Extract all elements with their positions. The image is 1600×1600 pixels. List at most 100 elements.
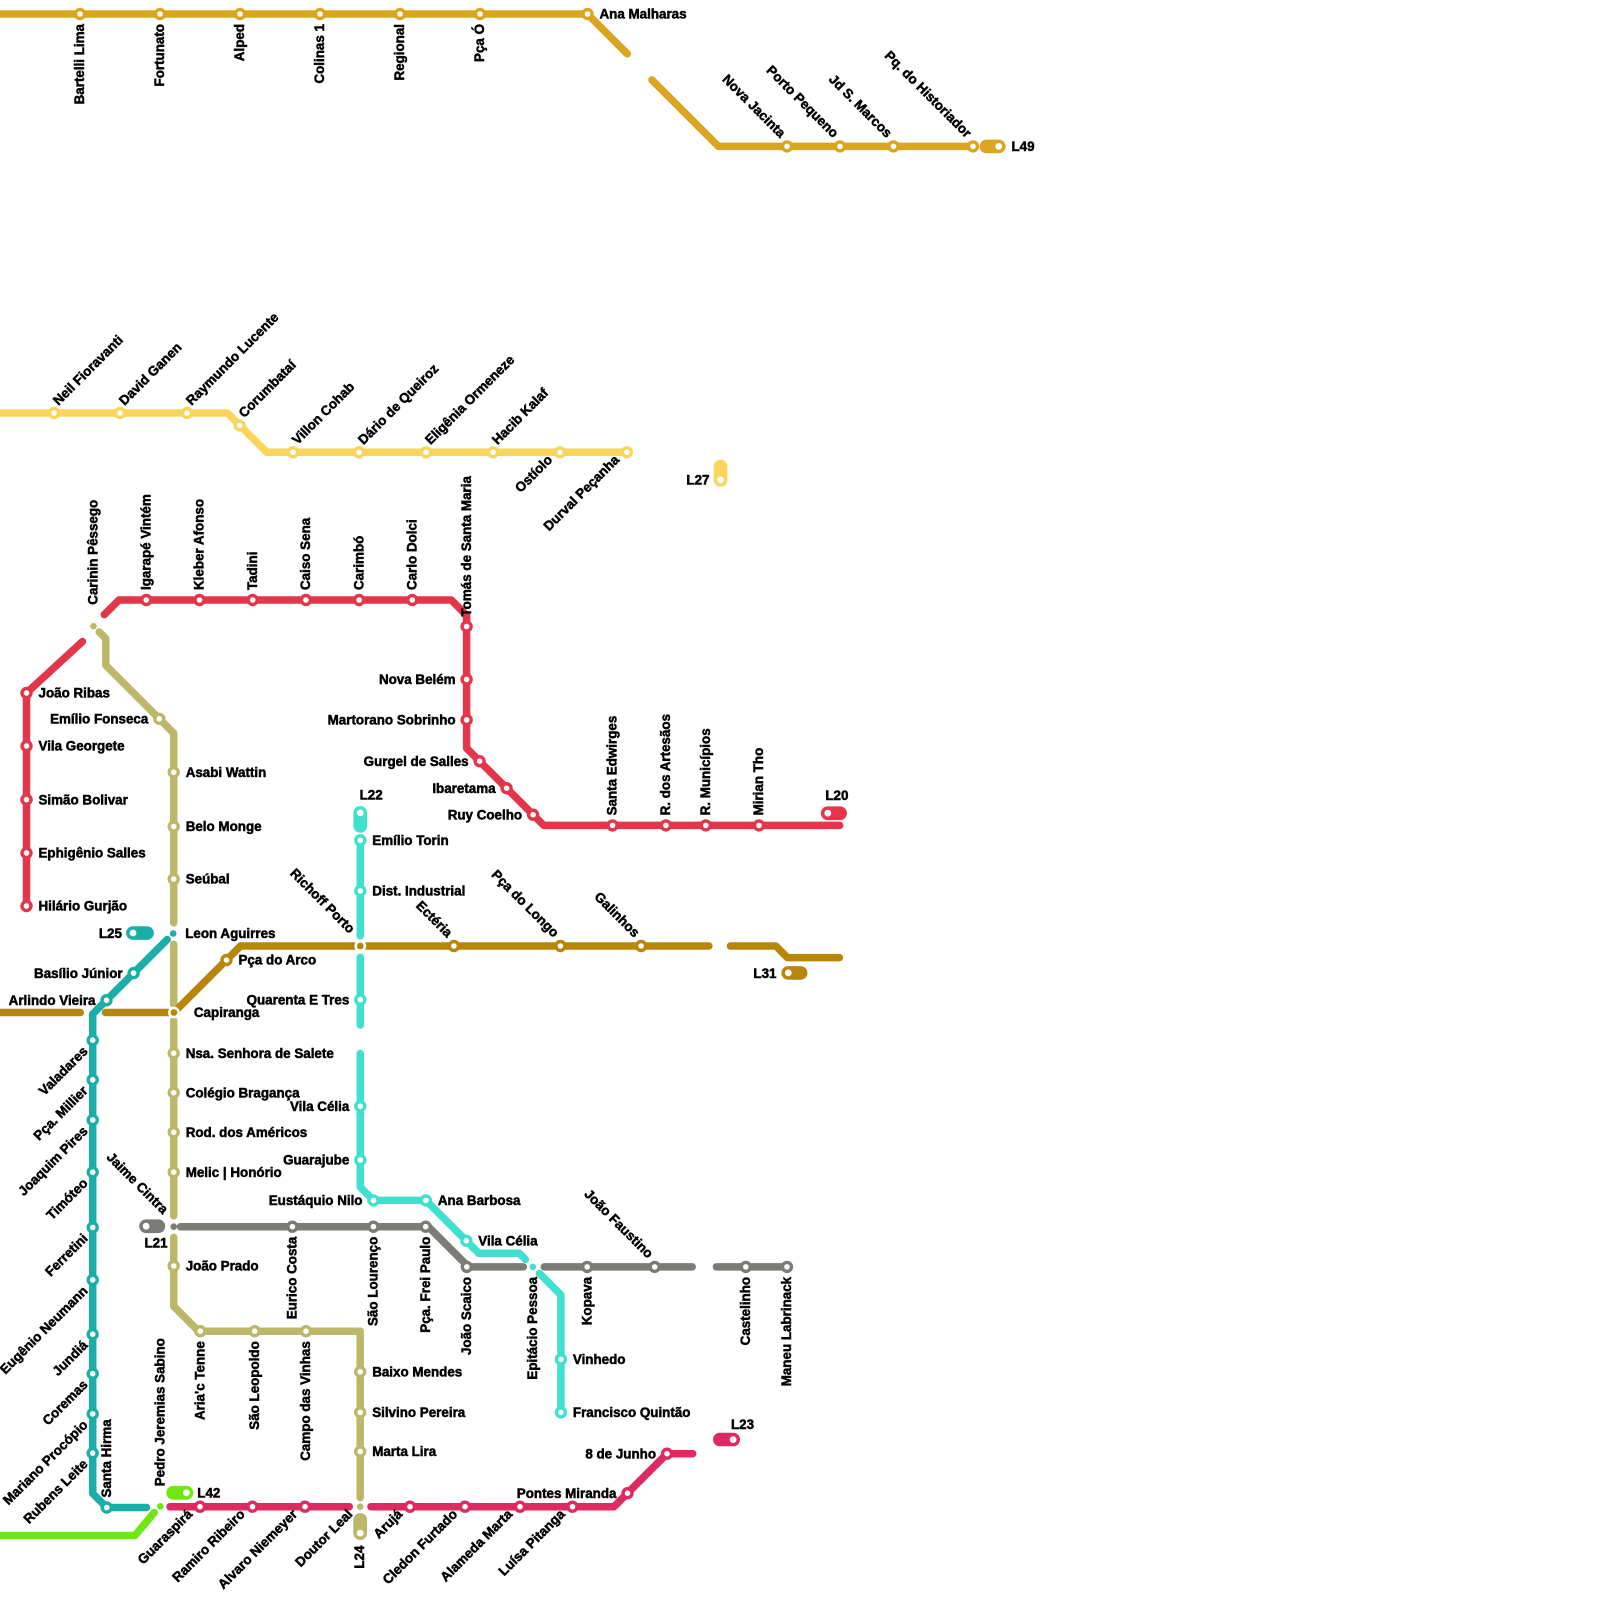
svg-text:Ruy Coelho: Ruy Coelho [448,807,522,822]
svg-text:L23: L23 [731,1417,754,1432]
svg-text:Baixo Mendes: Baixo Mendes [372,1365,462,1380]
svg-text:L22: L22 [360,788,383,803]
svg-text:Arlindo Vieira: Arlindo Vieira [9,993,96,1008]
svg-text:Pça Ó: Pça Ó [472,24,487,62]
svg-text:Kleber Afonso: Kleber Afonso [192,499,207,590]
svg-text:Ibaretama: Ibaretama [432,781,496,796]
svg-text:Aria'c Tenne: Aria'c Tenne [193,1341,208,1420]
svg-text:Galinhos: Galinhos [591,889,642,940]
svg-text:Corumbataí: Corumbataí [236,356,300,420]
svg-text:Seúbal: Seúbal [186,872,230,887]
svg-text:Epitácio Pessoa: Epitácio Pessoa [525,1276,540,1379]
svg-text:João Faustino: João Faustino [581,1186,656,1261]
svg-text:Pq. do Historiador: Pq. do Historiador [882,48,975,141]
svg-text:R. dos Artesãos: R. dos Artesãos [658,714,673,815]
svg-text:Marta Lira: Marta Lira [372,1444,437,1459]
svg-text:Nsa. Senhora de Salete: Nsa. Senhora de Salete [186,1046,334,1061]
svg-text:Tomás de Santa Maria: Tomás de Santa Maria [459,476,474,617]
svg-text:João Ribas: João Ribas [39,686,110,701]
svg-text:Vinhedo: Vinhedo [573,1352,626,1367]
svg-text:Santa Hirma: Santa Hirma [99,1419,114,1498]
svg-text:Rod. dos Américos: Rod. dos Américos [186,1125,308,1140]
svg-text:João Prado: João Prado [186,1259,259,1274]
svg-text:Richoff Porto: Richoff Porto [287,866,358,937]
svg-text:Emílio Fonseca: Emílio Fonseca [50,712,149,727]
svg-text:Quarenta E Tres: Quarenta E Tres [247,992,350,1007]
svg-text:Gurgel de Salles: Gurgel de Salles [364,754,469,769]
svg-text:Jaime Cintra: Jaime Cintra [104,1149,172,1217]
svg-text:Maneu Labrinack: Maneu Labrinack [779,1276,794,1386]
svg-text:Eugênio Neumann: Eugênio Neumann [0,1283,91,1377]
svg-text:Kopava: Kopava [579,1276,594,1325]
svg-text:L21: L21 [144,1236,168,1251]
svg-text:Caiso Sena: Caiso Sena [298,517,313,590]
svg-text:Alped: Alped [232,24,247,61]
svg-text:Regional: Regional [392,24,407,81]
svg-text:Leon Aguirres: Leon Aguirres [185,926,275,941]
svg-text:Ostíolo: Ostíolo [512,452,555,495]
svg-text:Timóteo: Timóteo [43,1176,90,1223]
svg-text:L20: L20 [825,788,848,803]
svg-text:L24: L24 [352,1545,367,1569]
svg-text:Pça do Longo: Pça do Longo [489,867,562,940]
svg-text:L42: L42 [197,1485,220,1500]
svg-text:Hacib Kalaf: Hacib Kalaf [489,385,552,448]
svg-text:R. Municípios: R. Municípios [698,728,713,815]
svg-text:L31: L31 [753,966,777,981]
svg-text:João Scaico: João Scaico [459,1277,474,1355]
svg-text:Tadini: Tadini [245,552,260,590]
svg-text:Guarajube: Guarajube [283,1153,349,1168]
svg-text:Villon Cohab: Villon Cohab [289,379,357,447]
svg-text:Dist. Industrial: Dist. Industrial [372,884,465,899]
svg-text:Vila Célia: Vila Célia [290,1099,350,1114]
svg-text:Simão Bolivar: Simão Bolivar [39,792,129,807]
svg-text:Eustáquio Nilo: Eustáquio Nilo [269,1193,363,1208]
svg-text:Carlo Dolci: Carlo Dolci [405,519,420,590]
svg-text:Pça do Arco: Pça do Arco [239,953,317,968]
svg-text:Martorano Sobrinho: Martorano Sobrinho [328,713,456,728]
svg-text:Silvino Pereira: Silvino Pereira [372,1405,466,1420]
svg-text:Ana Malharas: Ana Malharas [600,7,687,22]
svg-text:Vila Georgete: Vila Georgete [39,739,125,754]
svg-text:Emílio Torin: Emílio Torin [372,833,448,848]
svg-text:Eurico Costa: Eurico Costa [285,1236,300,1319]
svg-text:Campo das Vinhas: Campo das Vinhas [298,1341,313,1461]
svg-text:Castelinho: Castelinho [738,1277,753,1345]
svg-text:Jundiá: Jundiá [49,1337,91,1379]
svg-text:Ana Barbosa: Ana Barbosa [438,1193,521,1208]
svg-text:L27: L27 [686,472,709,487]
svg-text:Arujá: Arujá [370,1506,405,1541]
svg-text:Nova Belém: Nova Belém [379,672,456,687]
svg-text:Igarapé Vintém: Igarapé Vintém [139,494,154,590]
svg-text:L49: L49 [1012,139,1035,154]
svg-text:L25: L25 [99,926,123,941]
svg-text:Mirian Tho: Mirian Tho [751,748,766,816]
svg-text:Ferretini: Ferretini [42,1231,90,1279]
svg-text:Doutor Leal: Doutor Leal [292,1507,355,1570]
svg-text:Neil Fioravanti: Neil Fioravanti [50,332,126,408]
svg-text:Colégio Bragança: Colégio Bragança [186,1085,300,1100]
svg-text:Colinas 1: Colinas 1 [312,23,327,83]
svg-text:Francisco Quintão: Francisco Quintão [573,1405,691,1420]
svg-text:8 de Junho: 8 de Junho [585,1446,656,1461]
svg-text:Belo Monge: Belo Monge [186,819,262,834]
svg-text:Asabi Wattin: Asabi Wattin [186,765,267,780]
svg-text:Capiranga: Capiranga [194,1005,260,1020]
svg-text:Fortunato: Fortunato [152,24,167,86]
svg-text:Santa Edwirges: Santa Edwirges [605,716,620,816]
svg-text:Pça. Frei Paulo: Pça. Frei Paulo [418,1237,433,1333]
svg-text:São Leopoldo: São Leopoldo [247,1341,262,1430]
svg-text:Vila Célia: Vila Célia [478,1234,538,1249]
svg-text:David Ganen: David Ganen [116,340,184,408]
svg-text:Hilário Gurjão: Hilário Gurjão [39,899,128,914]
svg-text:Bartelli Lima: Bartelli Lima [72,23,87,104]
svg-text:Pedro Jeremias Sabino: Pedro Jeremias Sabino [153,1338,168,1486]
svg-text:Carinin Pêssego: Carinin Pêssego [86,500,101,605]
svg-text:Carimbó: Carimbó [351,536,366,590]
svg-text:Melic | Honório: Melic | Honório [186,1165,282,1180]
svg-text:São Lourenço: São Lourenço [366,1237,381,1326]
svg-text:Ephigênio Salles: Ephigênio Salles [39,846,146,861]
svg-text:Pontes Miranda: Pontes Miranda [517,1486,617,1501]
svg-text:Ectéria: Ectéria [413,898,456,941]
svg-text:Basílio Júnior: Basílio Júnior [34,966,123,981]
